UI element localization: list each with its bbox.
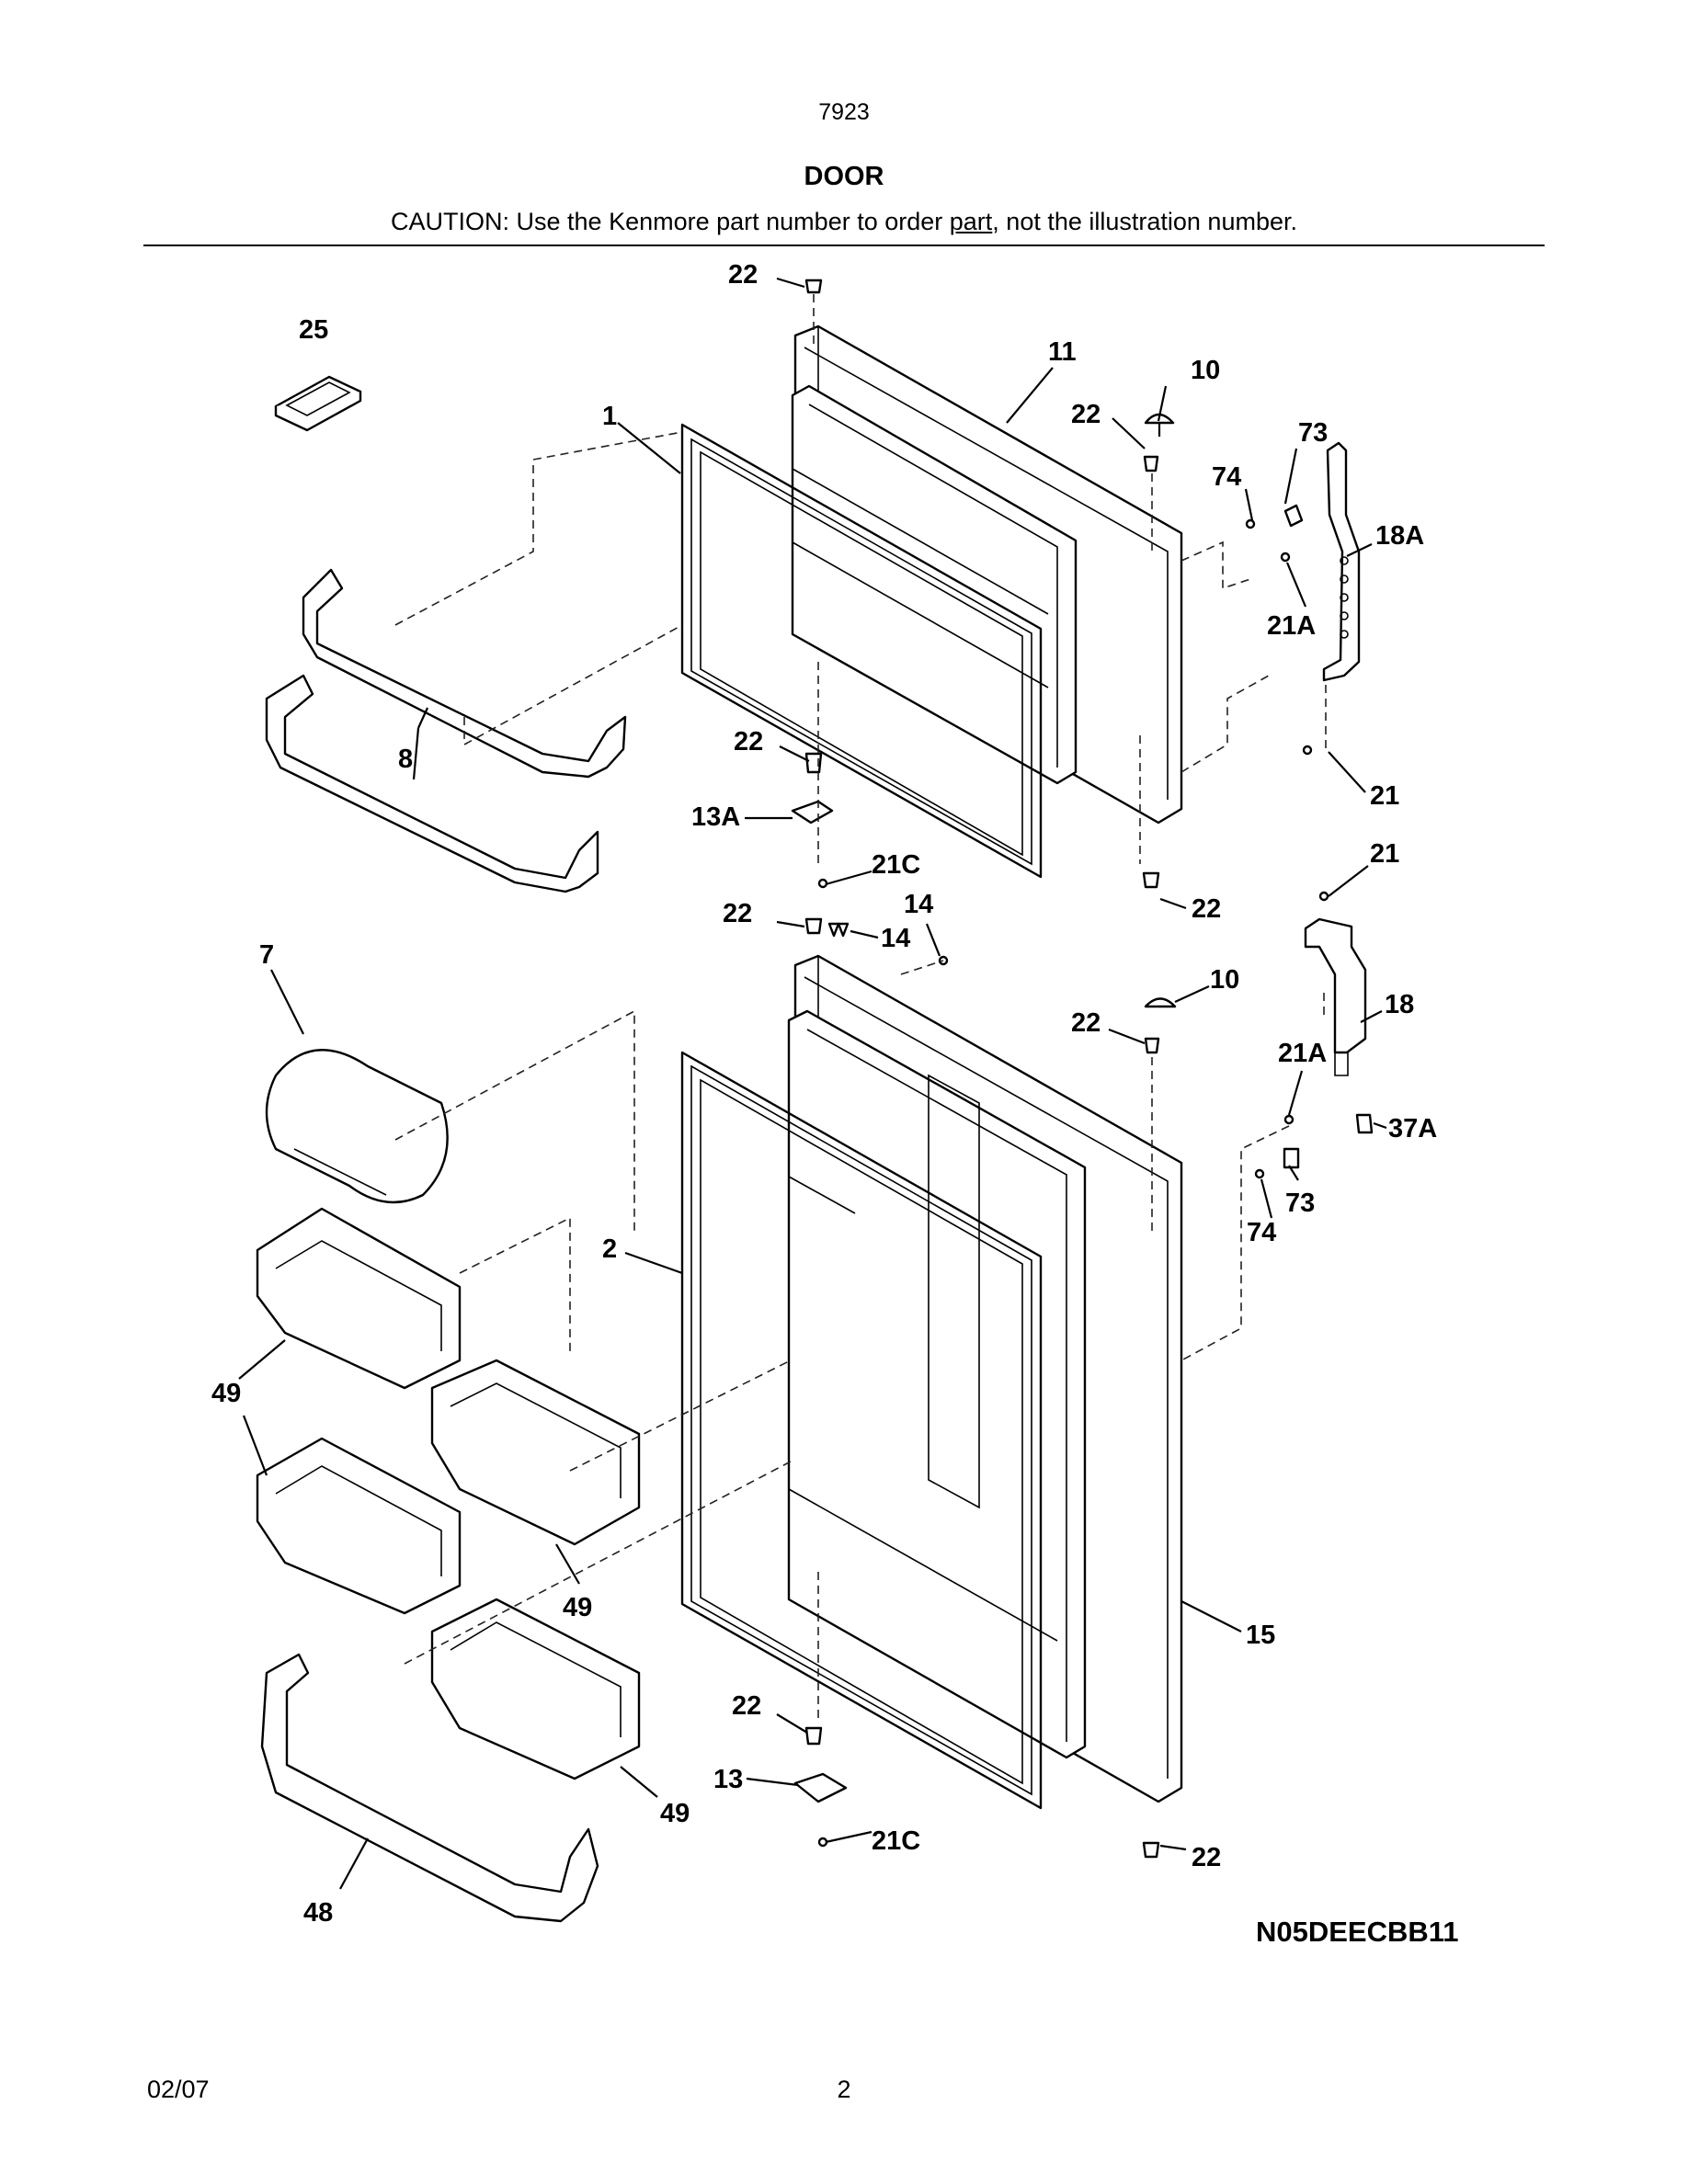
diagram-code: N05DEECBB11 [1256,1916,1459,1948]
callout-22: 22 [1192,894,1221,924]
callout-21a: 21A [1267,611,1316,641]
callout-1: 1 [602,402,617,431]
callout-18: 18 [1385,990,1414,1019]
callout-14: 14 [904,890,933,919]
callout-49: 49 [563,1593,592,1622]
callout-10: 10 [1210,965,1239,995]
caution-note: CAUTION: Use the Kenmore part number to … [0,208,1688,236]
callout-22: 22 [728,260,758,290]
callout-21: 21 [1370,839,1399,869]
part-15-fresh-food-door [787,954,1183,1803]
part-49-door-bins [256,1207,641,1780]
callout-49: 49 [660,1799,690,1828]
exploded-parts-diagram: 22 25 11 10 1 22 73 74 18A 21A 8 22 21 1… [211,260,1459,1948]
callout-2: 2 [602,1234,617,1264]
callout-8: 8 [398,745,413,774]
callout-21a: 21A [1278,1039,1327,1068]
part-18-lower-hinge [1304,917,1367,1076]
callout-22: 22 [1192,1843,1221,1872]
callout-73: 73 [1298,418,1328,448]
part-25-tray [274,375,362,432]
callout-48: 48 [303,1898,333,1928]
caution-text: CAUTION: Use the Kenmore part number to … [391,208,950,235]
callout-25: 25 [299,315,328,345]
callout-7: 7 [259,940,274,970]
model-number: 7923 [818,99,870,125]
callout-22: 22 [732,1691,761,1721]
callout-37a: 37A [1388,1114,1437,1143]
part-2-fresh-food-gasket [680,1051,1043,1810]
callout-11: 11 [1048,337,1077,367]
callout-13: 13 [713,1765,743,1794]
callout-10: 10 [1191,356,1220,385]
callout-22: 22 [734,727,763,756]
footer-page-number: 2 [837,2076,851,2103]
callout-74: 74 [1212,462,1241,492]
part-11-freezer-door [791,324,1183,825]
part-7-dairy-door [265,1049,449,1204]
callout-49: 49 [211,1379,241,1408]
callout-21c: 21C [872,1826,920,1856]
footer-date: 02/07 [147,2076,210,2103]
callout-22: 22 [723,899,752,928]
callout-22: 22 [1071,400,1101,429]
callout-73: 73 [1285,1189,1315,1218]
part-1-freezer-gasket [680,423,1043,879]
part-18a-upper-hinge [1322,441,1361,682]
page-title: DOOR [804,162,884,191]
callout-15: 15 [1246,1621,1275,1650]
callout-21c: 21C [872,850,920,880]
callout-18a: 18A [1375,521,1424,551]
caution-underlined-word: part [949,208,993,235]
part-48-bottom-shelf [260,1653,599,1923]
header-rule [143,245,1545,246]
callout-14: 14 [881,924,910,953]
callout-74: 74 [1247,1218,1276,1247]
callout-21: 21 [1370,781,1399,811]
caution-text-end: , not the illustration number. [992,208,1297,235]
callout-13a: 13A [691,802,740,832]
part-8-freezer-shelves [265,568,627,893]
callout-22: 22 [1071,1008,1101,1038]
alignment-lines [394,294,1327,1719]
callout-leaders [238,277,1387,1890]
